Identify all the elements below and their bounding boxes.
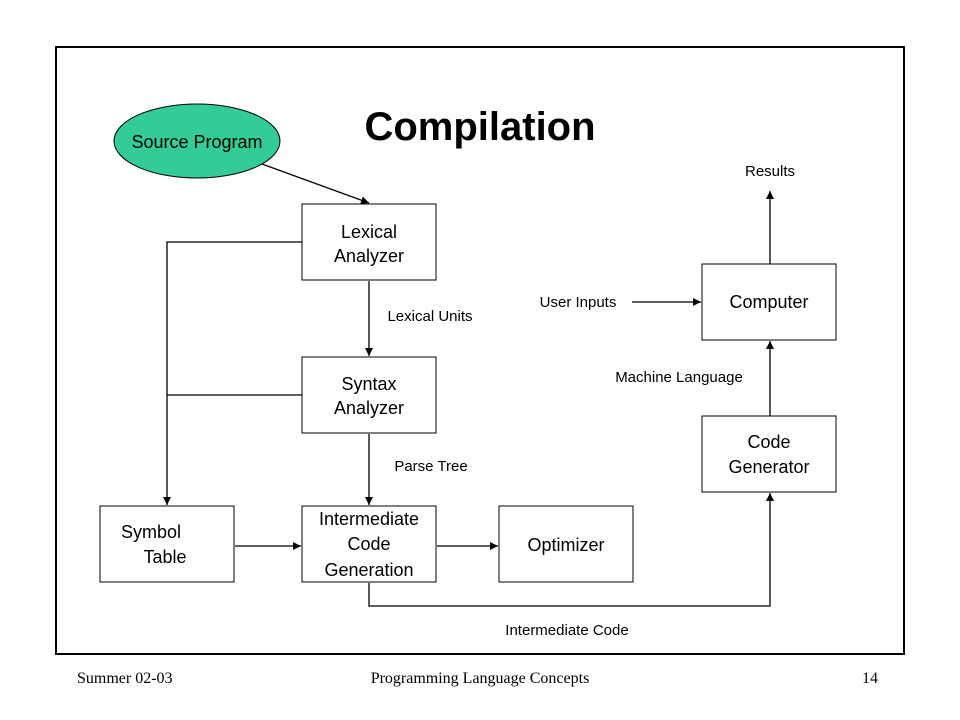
lexical-analyzer-node <box>301 203 437 281</box>
code-generator-node <box>701 415 837 493</box>
parse-tree-label: Parse Tree <box>394 458 467 475</box>
edge-source-to-lexical <box>261 163 370 205</box>
lexical-analyzer-label-1: Lexical <box>341 222 397 242</box>
user-inputs-label: User Inputs <box>540 294 617 311</box>
footer-left: Summer 02-03 <box>77 670 173 687</box>
intermediate-code-label: Intermediate Code <box>505 622 628 639</box>
footer-page-number: 14 <box>862 670 878 687</box>
machine-language-label: Machine Language <box>615 369 743 386</box>
edge-lexical-to-symbol <box>163 241 302 505</box>
syntax-analyzer-label-2: Analyzer <box>334 398 404 418</box>
code-generator-label-1: Code <box>747 432 790 452</box>
computer-node <box>701 263 837 341</box>
intermediate-label-2: Code <box>347 534 390 554</box>
symbol-table-node <box>99 505 235 583</box>
code-generator-label-2: Generator <box>728 457 809 477</box>
syntax-analyzer-label-1: Syntax <box>341 374 396 394</box>
slide-title: Compilation <box>364 105 595 149</box>
lexical-analyzer-label-2: Analyzer <box>334 246 404 266</box>
syntax-analyzer-node <box>301 356 437 434</box>
intermediate-label-3: Generation <box>324 560 413 580</box>
lexical-units-label: Lexical Units <box>387 308 472 325</box>
edge-intermediate-to-codegen <box>368 493 774 607</box>
optimizer-node <box>498 505 634 583</box>
footer-center: Programming Language Concepts <box>371 670 590 687</box>
source-program-label: Source Program <box>131 132 262 152</box>
source-program-node <box>113 103 281 179</box>
computer-label: Computer <box>729 292 808 312</box>
intermediate-code-generation-node <box>301 505 437 583</box>
symbol-table-label-2: Table <box>143 547 186 567</box>
symbol-table-label-1: Symbol <box>121 522 181 542</box>
results-label: Results <box>745 163 795 180</box>
optimizer-label: Optimizer <box>527 535 604 555</box>
intermediate-label-1: Intermediate <box>319 509 419 529</box>
